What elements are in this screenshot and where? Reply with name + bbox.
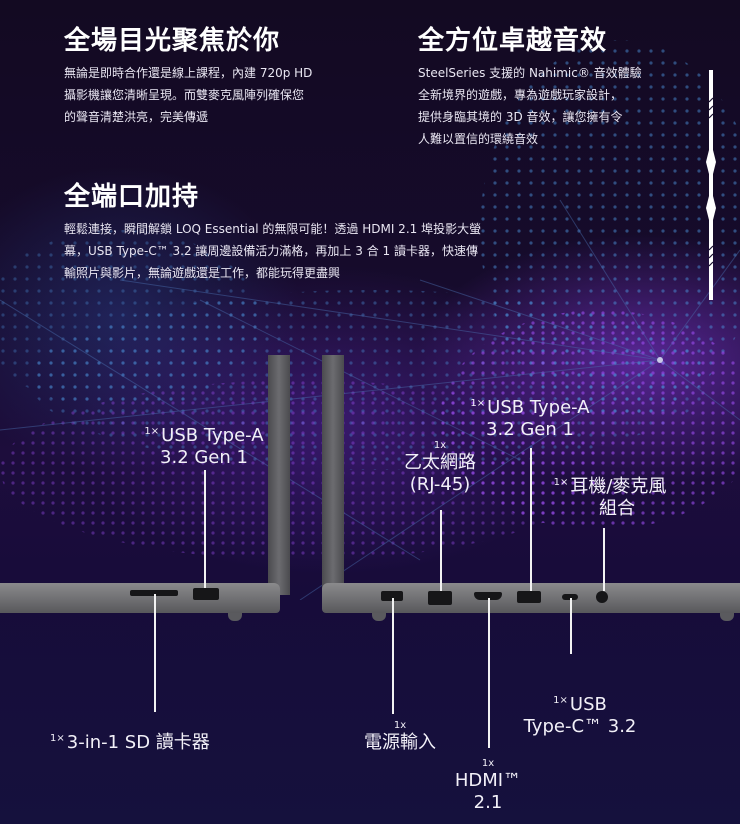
sd-card-slot [130, 590, 178, 596]
label-usb-c: 1×USB Type-C™ 3.2 [523, 694, 637, 737]
camera-section-title: 全場目光聚焦於你 [64, 26, 281, 56]
power-input-port [381, 591, 403, 601]
leader-sd-reader [154, 594, 156, 712]
label-sd-reader: 1×3-in-1 SD 讀卡器 [50, 732, 210, 753]
brand-stripe-icon [706, 70, 716, 300]
hdmi-port [474, 592, 502, 600]
leader-ethernet [440, 510, 442, 591]
audio-section-body: SteelSeries 支援的 Nahimic® 音效體驗 全新境界的遊戲，專為… [418, 66, 642, 146]
audio-section-title: 全方位卓越音效 [418, 26, 608, 56]
laptop-right-foot [372, 613, 386, 621]
leader-left-usb-a [204, 470, 206, 588]
label-ethernet: 1x 乙太網路 (RJ-45) [404, 440, 476, 495]
laptop-right-foot-end [720, 613, 734, 621]
label-hdmi: 1x HDMI™ 2.1 [454, 758, 522, 813]
particle-background [0, 40, 740, 600]
leader-usb-c [570, 598, 572, 654]
leader-hdmi [488, 598, 490, 748]
ethernet-port [428, 591, 452, 605]
audio-jack-port [596, 591, 608, 603]
leader-right-usb-a [530, 448, 532, 591]
leader-power [392, 598, 394, 714]
camera-section-body: 無論是即時合作還是線上課程，內建 720p HD 攝影機讓您清晰呈現。而雙麥克風… [64, 66, 313, 124]
laptop-left-chassis [0, 583, 280, 613]
left-usb-a-port [193, 588, 219, 600]
usb-c-port [562, 594, 578, 600]
laptop-right-lid [322, 355, 344, 595]
label-left-usb-a: 1×USB Type-A 3.2 Gen 1 [144, 425, 264, 468]
label-audio-jack: 1×耳機/麥克風 組合 [553, 476, 667, 519]
label-right-usb-a: 1×USB Type-A 3.2 Gen 1 [470, 397, 590, 440]
laptop-left-foot [228, 613, 242, 621]
right-usb-a-port [517, 591, 541, 603]
ports-section-body: 輕鬆連接，瞬間解鎖 LOQ Essential 的無限可能！透過 HDMI 2.… [64, 222, 482, 280]
ports-section-title: 全端口加持 [64, 182, 200, 212]
laptop-left-lid [268, 355, 290, 595]
label-power: 1x 電源輸入 [364, 720, 436, 753]
leader-audio-jack [603, 528, 605, 591]
